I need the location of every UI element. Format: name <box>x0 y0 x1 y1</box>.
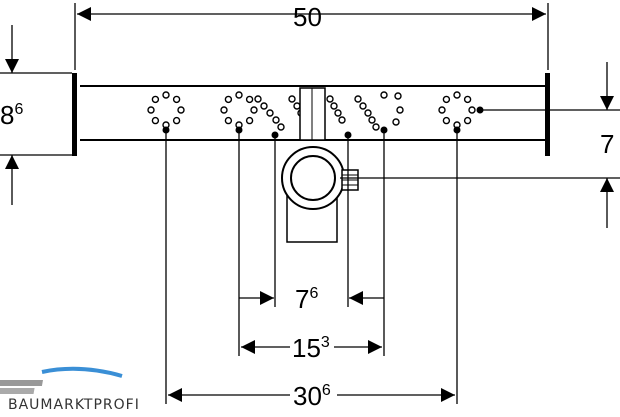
mounting-hole <box>177 106 185 114</box>
watermark-text: BAUMARKTPROFI <box>8 397 140 413</box>
mounting-hole <box>151 116 160 125</box>
mounting-hole <box>380 91 388 99</box>
mounting-hole <box>172 116 181 125</box>
mounting-hole <box>245 116 254 125</box>
mounting-hole <box>288 95 296 103</box>
mounting-hole <box>326 95 334 103</box>
label-inner-small: 76 <box>295 284 318 314</box>
mounting-hole <box>250 106 258 114</box>
mounting-hole <box>293 102 301 110</box>
left-end-plate <box>72 73 77 156</box>
label-top-width: 50 <box>293 2 322 32</box>
label-outer: 306 <box>293 381 331 411</box>
mounting-hole <box>224 116 233 125</box>
mounting-hole <box>330 102 338 110</box>
mounting-hole <box>334 109 342 117</box>
mounting-hole <box>220 106 228 114</box>
dimension-middle: 153 <box>241 333 382 363</box>
mounting-hole <box>260 102 268 110</box>
mounting-hole <box>463 116 472 125</box>
mounting-hole <box>151 95 160 104</box>
dimension-right-height: 7 <box>340 62 620 228</box>
mounting-hole <box>277 123 285 131</box>
mounting-hole <box>438 106 446 114</box>
mounting-hole <box>442 116 451 125</box>
mounting-hole <box>338 116 346 124</box>
mounting-hole <box>442 95 451 104</box>
mounting-hole <box>372 123 380 131</box>
mounting-hole <box>354 95 362 103</box>
watermark-logo <box>0 366 123 394</box>
mounting-hole <box>245 95 254 104</box>
label-left-height: 86 <box>0 100 23 130</box>
mounting-hole <box>272 116 280 124</box>
dimension-outer: 306 <box>168 381 455 411</box>
mounting-hole <box>364 109 372 117</box>
mounting-hole <box>394 92 402 100</box>
mounting-hole <box>254 95 262 103</box>
hole-pattern <box>147 91 484 139</box>
mounting-hole <box>359 102 367 110</box>
mounting-hole <box>392 118 400 126</box>
mounting-hole <box>266 109 274 117</box>
dimension-inner-small: 76 <box>239 284 384 314</box>
mounting-hole <box>468 106 476 114</box>
right-end-plate <box>545 73 550 156</box>
mounting-hole <box>172 95 181 104</box>
drain-fitting <box>281 87 359 243</box>
label-middle: 153 <box>292 333 330 363</box>
mounting-hole <box>453 91 461 99</box>
mounting-hole <box>162 91 170 99</box>
label-right-height: 7 <box>600 129 614 159</box>
mounting-hole <box>235 91 243 99</box>
dimension-left-height: 86 <box>0 25 72 205</box>
mounting-hole <box>224 95 233 104</box>
mounting-hole <box>463 95 472 104</box>
mounting-hole <box>147 106 155 114</box>
mounting-hole <box>396 106 404 114</box>
mounting-hole <box>368 116 376 124</box>
extension-lines <box>165 130 458 404</box>
dimension-top-width: 50 <box>74 2 549 70</box>
